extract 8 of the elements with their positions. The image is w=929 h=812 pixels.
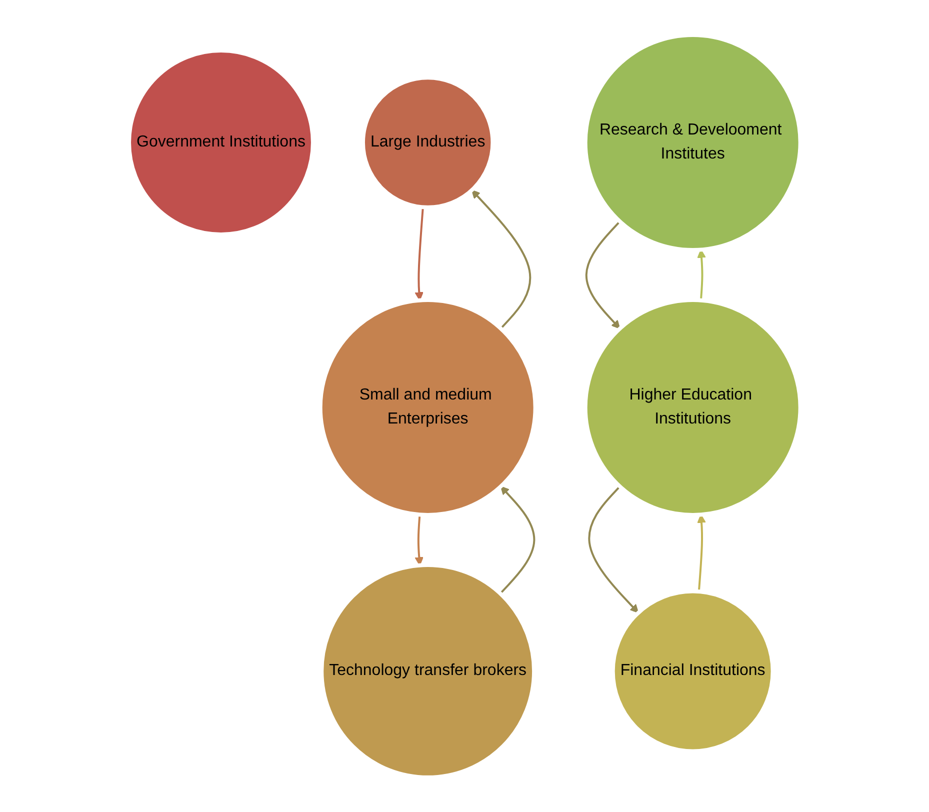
arrow xyxy=(471,190,531,330)
arrow xyxy=(499,486,536,594)
arrow xyxy=(696,249,706,300)
arrow xyxy=(588,486,638,613)
arrow xyxy=(414,206,424,300)
arrow xyxy=(585,220,620,329)
arrow xyxy=(414,514,424,566)
arrow xyxy=(696,514,706,592)
